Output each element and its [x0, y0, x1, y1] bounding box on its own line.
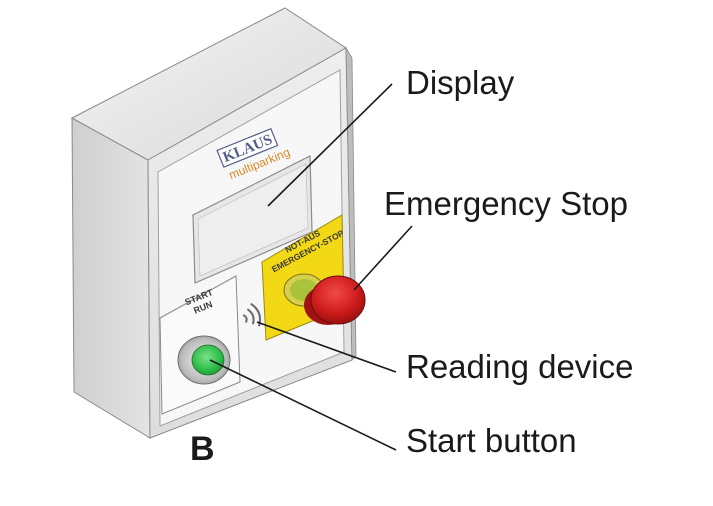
start-button[interactable]: [177, 335, 231, 385]
leader-line-start-button: [209, 359, 397, 451]
contactless-icon: [242, 302, 262, 327]
callout-reading-device: Reading device: [406, 348, 634, 385]
leader-line-display: [267, 83, 393, 207]
callout-display: Display: [406, 64, 515, 101]
emergency-stop-button[interactable]: [283, 273, 366, 325]
leader-line-reading-device: [256, 321, 397, 373]
emergency-stop-mushroom-head[interactable]: [310, 275, 366, 325]
callout-start-button: Start button: [406, 422, 577, 459]
leader-line-emergency-stop: [353, 225, 413, 291]
display-screen-inner: [197, 163, 309, 277]
callout-emergency-stop: Emergency Stop: [384, 185, 628, 222]
start-button-cap[interactable]: [191, 344, 225, 376]
housing-left-side: [71, 117, 151, 439]
panel-letter: B: [190, 430, 215, 468]
